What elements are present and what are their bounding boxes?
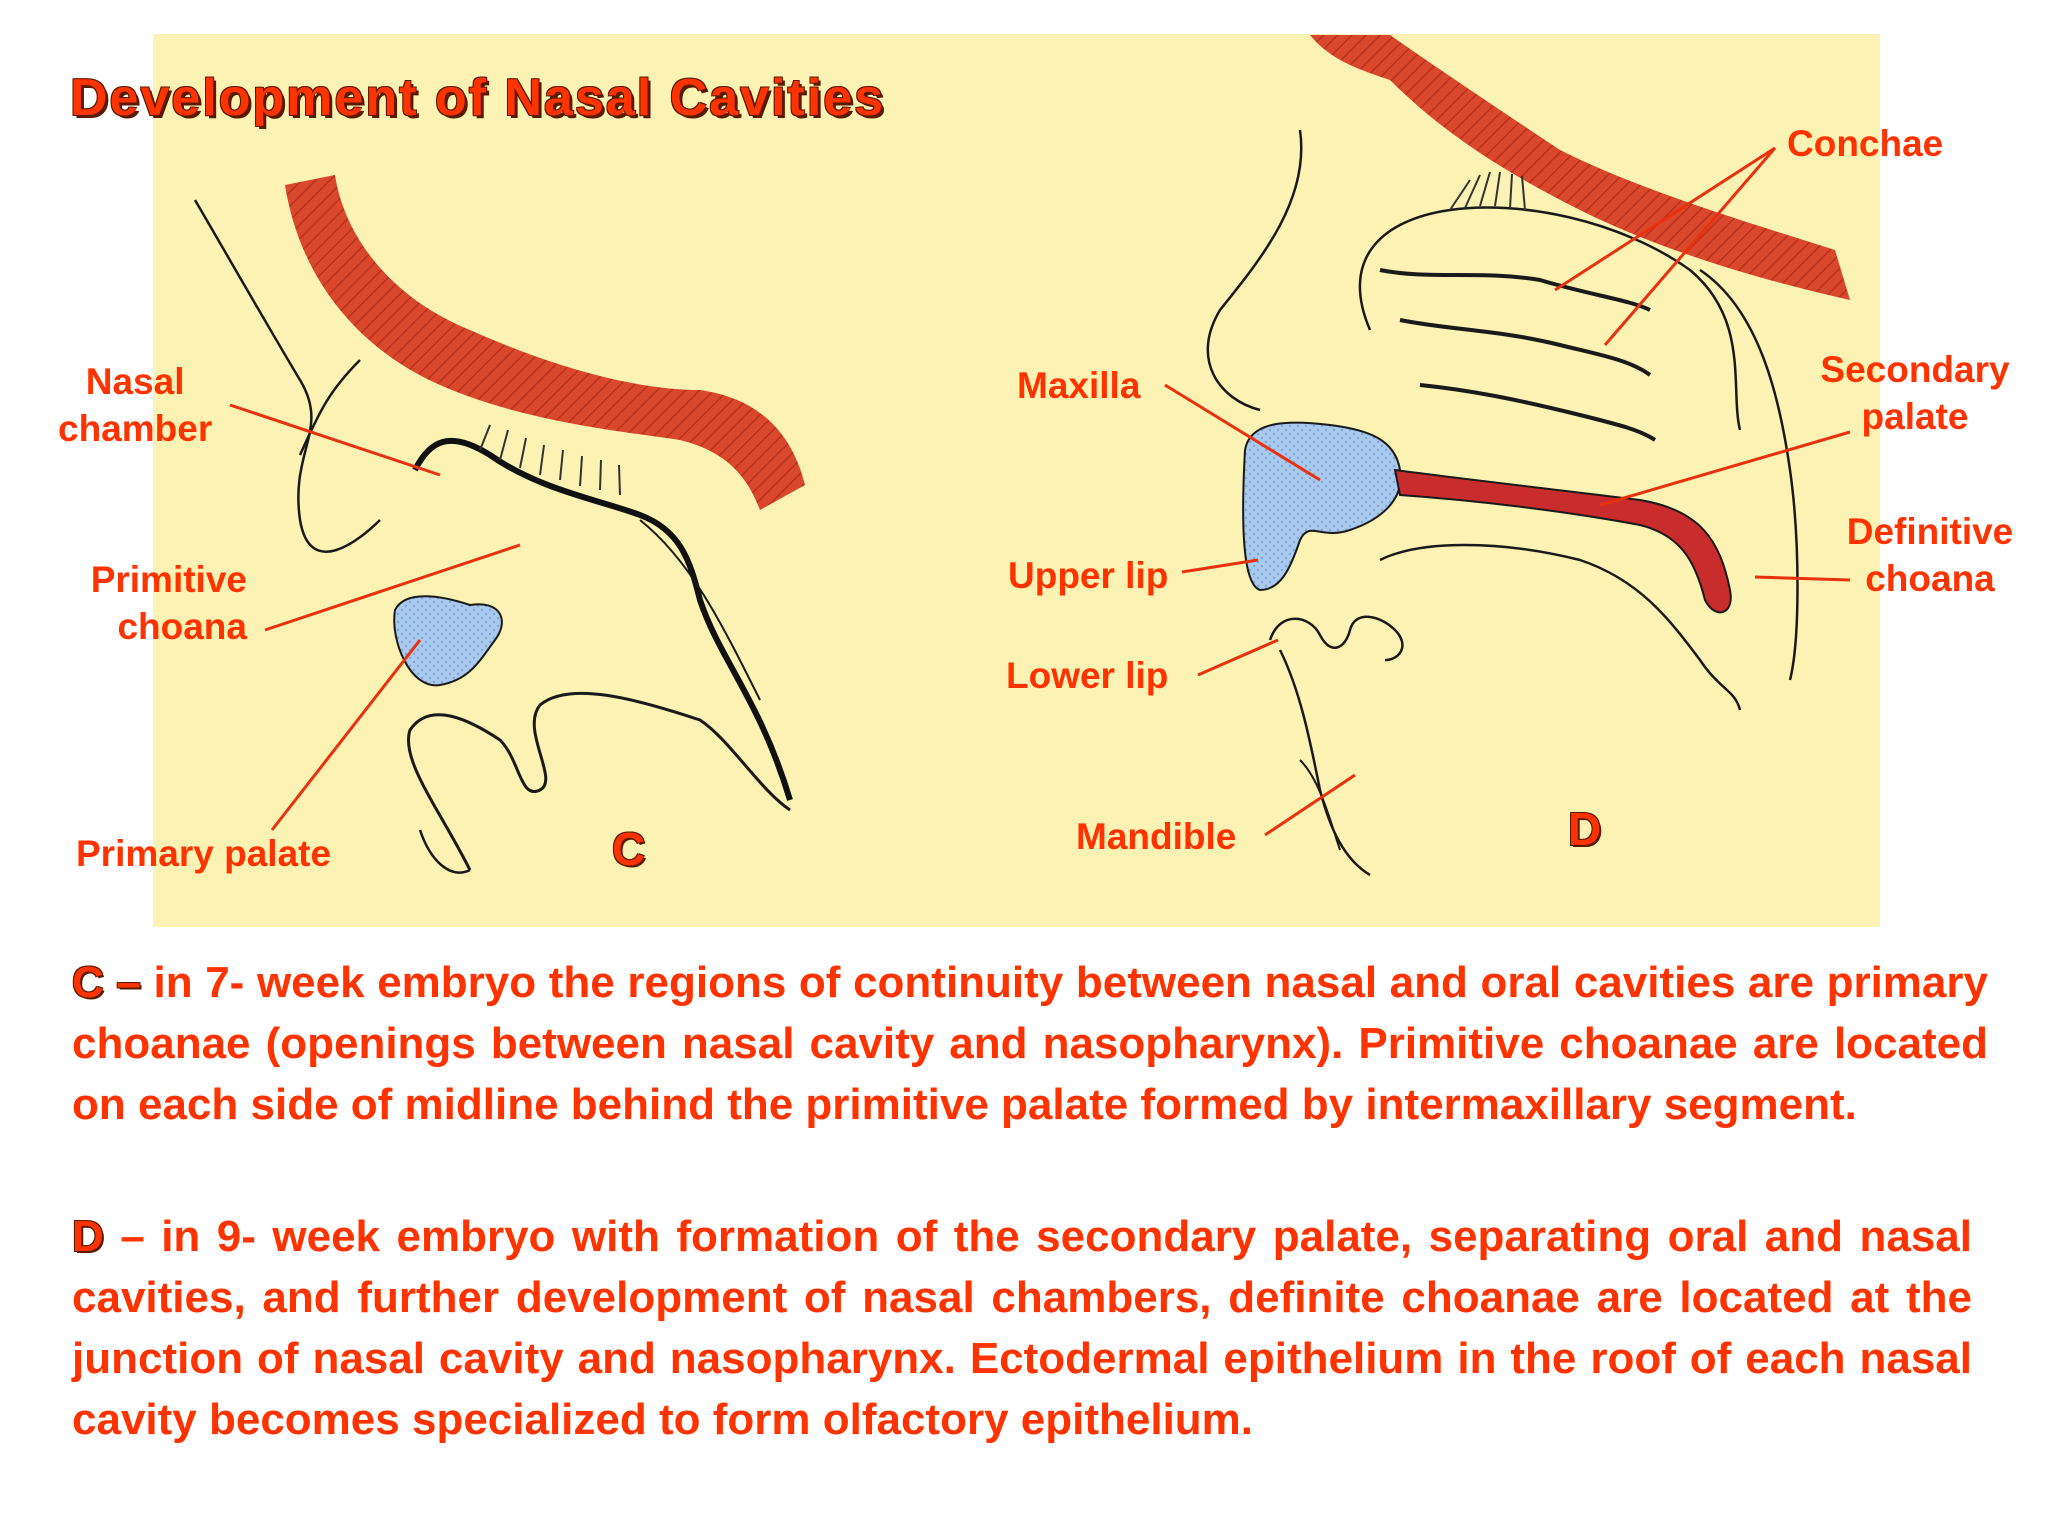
- panel-d-concha-1: [1379, 268, 1651, 312]
- panel-d-lips: [1268, 615, 1404, 662]
- leader-nasal-chamber: [229, 403, 441, 477]
- label-conchae: Conchae: [1787, 123, 1944, 164]
- description-c-text: in 7- week embryo the regions of continu…: [72, 958, 1988, 1129]
- label-primitive-choana-text: Primitive choana: [90, 559, 247, 647]
- panel-c-bone: [285, 175, 805, 510]
- label-primitive-choana: Primitive choana: [72, 556, 247, 650]
- label-secondary-palate: Secondary palate: [1815, 346, 2015, 440]
- panel-c-back-line: [639, 519, 761, 701]
- panel-d-bone: [1310, 35, 1850, 300]
- panel-c-chin: [418, 829, 471, 874]
- panel-d-chin: [1299, 759, 1341, 851]
- label-mandible: Mandible: [1076, 816, 1237, 857]
- leader-maxilla: [1164, 383, 1321, 482]
- leader-mandible: [1264, 773, 1356, 837]
- description-d: D – in 9- week embryo with formation of …: [72, 1206, 1972, 1450]
- panel-d-mandible-line: [1278, 649, 1371, 877]
- leader-conchae-1: [1554, 146, 1776, 292]
- label-maxilla: Maxilla: [1017, 365, 1141, 406]
- label-nasal-chamber: Nasal chamber: [58, 358, 212, 452]
- leader-secondary-palate: [1599, 430, 1851, 507]
- panel-c-outline-inner: [298, 359, 361, 456]
- panel-d-secondary-palate: [1393, 468, 1732, 614]
- panel-d-letter: D: [1568, 803, 1602, 855]
- panel-c-leaders: [229, 403, 521, 831]
- label-lower-lip: Lower lip: [1006, 655, 1169, 696]
- panel-d-concha-3: [1419, 383, 1657, 442]
- panel-c-nasal-chamber-line: [412, 437, 793, 801]
- panel-d-leaders: [1164, 146, 1851, 837]
- label-primary-palate: Primary palate: [76, 833, 332, 874]
- panel-d-epithelium: [1449, 171, 1526, 211]
- label-nasal-chamber-text: Nasal chamber: [58, 361, 213, 449]
- panel-d-maxilla: [1242, 421, 1402, 592]
- panel-d-head-outline: [1206, 129, 1303, 412]
- leader-primitive-choana: [264, 543, 521, 632]
- label-definitive-choana-text: Definitive choana: [1846, 511, 2014, 599]
- panel-d-oral-line: [1379, 543, 1742, 711]
- label-definitive-choana: Definitive choana: [1835, 508, 2025, 602]
- panel-d-drawing: [1206, 35, 1850, 877]
- panel-c-letter: C: [612, 823, 646, 875]
- panel-d-posterior-line: [1699, 268, 1799, 681]
- panel-c-drawing: [193, 175, 805, 874]
- label-upper-lip: Upper lip: [1008, 555, 1169, 596]
- description-c-lead: C –: [72, 958, 141, 1007]
- panel-d-concha-2: [1399, 318, 1652, 377]
- leader-upper-lip: [1181, 558, 1259, 574]
- leader-conchae-2: [1603, 147, 1777, 346]
- description-d-lead: D: [72, 1212, 104, 1261]
- panel-d-face-outline: [1358, 206, 1742, 431]
- page-title: Development of Nasal Cavities: [70, 69, 886, 127]
- leader-definitive-choana: [1754, 575, 1851, 582]
- description-c: C – in 7- week embryo the regions of con…: [72, 952, 1988, 1135]
- description-d-text: – in 9- week embryo with formation of th…: [72, 1212, 1972, 1444]
- panel-c-lower-jaw: [407, 691, 791, 871]
- leader-primary-palate: [270, 639, 422, 831]
- label-secondary-palate-text: Secondary palate: [1820, 349, 2010, 437]
- leader-lower-lip: [1197, 638, 1279, 677]
- panel-c-epithelium: [479, 424, 621, 496]
- panel-c-primary-palate: [393, 595, 503, 687]
